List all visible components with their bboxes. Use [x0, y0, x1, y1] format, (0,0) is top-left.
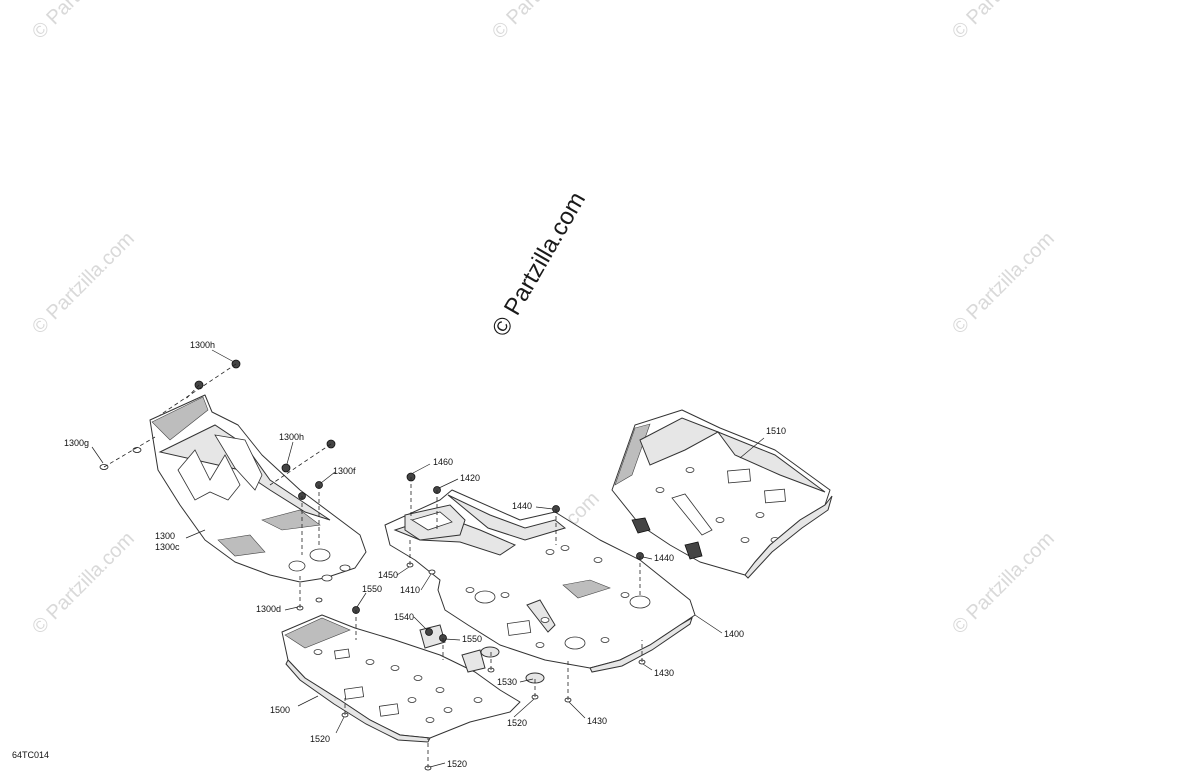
- callout-1500: 1500: [270, 705, 290, 715]
- callout-1410: 1410: [400, 585, 420, 595]
- skid-plate-1500: [281, 614, 521, 743]
- callout-1400: 1400: [724, 629, 744, 639]
- watermark-mid-left: © Partzilla.com: [28, 228, 139, 339]
- callout-1300h-b: 1300h: [279, 432, 304, 442]
- watermark-low-left: © Partzilla.com: [28, 528, 139, 639]
- callout-1420: 1420: [460, 473, 480, 483]
- watermark-top-left: © Partzilla.com: [28, 0, 139, 44]
- bolt-1300g-b: [132, 447, 142, 453]
- callout-1430-b: 1430: [587, 716, 607, 726]
- callout-1430-a: 1430: [654, 668, 674, 678]
- callout-1300f: 1300f: [333, 466, 356, 476]
- callout-1300h-a: 1300h: [190, 340, 215, 350]
- watermark-low-right: © Partzilla.com: [948, 528, 1059, 639]
- clip-1440-a: [631, 517, 651, 534]
- callout-1450: 1450: [378, 570, 398, 580]
- watermark-top-center: © Partzilla.com: [488, 0, 599, 44]
- callout-1520-c: 1520: [447, 759, 467, 769]
- callout-1300c: 1300c: [155, 542, 180, 552]
- callout-1440-a: 1440: [512, 501, 532, 511]
- callout-labels: 1300h 1300g 1300h 1300f 1300 1300c 1300d…: [64, 340, 786, 769]
- watermark-main: © Partzilla.com: [487, 187, 591, 341]
- assembly-lines: [103, 363, 643, 768]
- callout-1510: 1510: [766, 426, 786, 436]
- leader-lines: [91, 349, 765, 768]
- nut-1300h-d: [281, 463, 291, 473]
- callout-1540: 1540: [394, 612, 414, 622]
- callout-1440-b: 1440: [654, 553, 674, 563]
- washer-1530-a: [480, 646, 500, 658]
- callout-1300g: 1300g: [64, 438, 89, 448]
- callout-1520-b: 1520: [310, 734, 330, 744]
- clip-1440-b: [684, 541, 703, 560]
- callout-1520-a: 1520: [507, 718, 527, 728]
- skid-plate-1510: [611, 409, 833, 579]
- watermark-top-right: © Partzilla.com: [948, 0, 1059, 44]
- bolt-1300d-b: [315, 597, 323, 603]
- bolt-1410: [428, 569, 436, 575]
- callout-1300: 1300: [155, 531, 175, 541]
- diagram-code: 64TC014: [12, 750, 49, 760]
- callout-1530: 1530: [497, 677, 517, 687]
- callout-1550-b: 1550: [462, 634, 482, 644]
- bracket-1550: [461, 649, 486, 673]
- callout-1550-a: 1550: [362, 584, 382, 594]
- skid-plate-1300: [149, 394, 367, 583]
- watermark-mid-right: © Partzilla.com: [948, 228, 1059, 339]
- callout-1460: 1460: [433, 457, 453, 467]
- callout-1300d: 1300d: [256, 604, 281, 614]
- nut-1540: [425, 628, 433, 636]
- hardware: [99, 359, 703, 771]
